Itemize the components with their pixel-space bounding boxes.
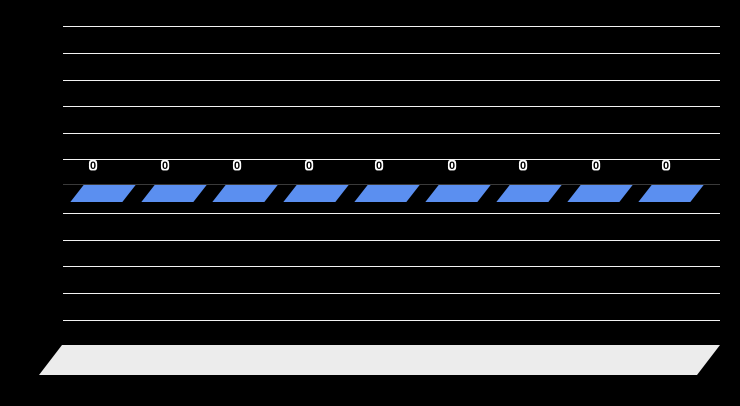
bar-2[interactable] — [141, 185, 207, 202]
bar-7[interactable] — [496, 185, 562, 202]
bar-3[interactable] — [212, 185, 278, 202]
gridline-3 — [63, 80, 720, 81]
data-label-7: 0 — [519, 160, 527, 172]
gridline-9 — [63, 266, 720, 267]
data-label-2: 0 — [161, 160, 169, 172]
gridline-7 — [63, 213, 720, 214]
data-label-1: 0 — [89, 160, 97, 172]
gridline-4 — [63, 106, 720, 107]
gridline-5 — [63, 133, 720, 134]
bar-5[interactable] — [354, 185, 420, 202]
gridline-2 — [63, 53, 720, 54]
gridline-6 — [63, 159, 720, 160]
gridline-10 — [63, 293, 720, 294]
gridline-11 — [63, 320, 720, 321]
gridline-1 — [63, 26, 720, 27]
gridline-8 — [63, 240, 720, 241]
data-label-5: 0 — [375, 160, 383, 172]
data-label-8: 0 — [592, 160, 600, 172]
data-label-3: 0 — [233, 160, 241, 172]
bar-1[interactable] — [70, 185, 136, 202]
data-label-4: 0 — [305, 160, 313, 172]
data-label-6: 0 — [448, 160, 456, 172]
bar-9[interactable] — [638, 185, 704, 202]
data-label-9: 0 — [662, 160, 670, 172]
bar-4[interactable] — [283, 185, 349, 202]
bar-6[interactable] — [425, 185, 491, 202]
bar-8[interactable] — [567, 185, 633, 202]
bar-baseline — [63, 184, 720, 185]
